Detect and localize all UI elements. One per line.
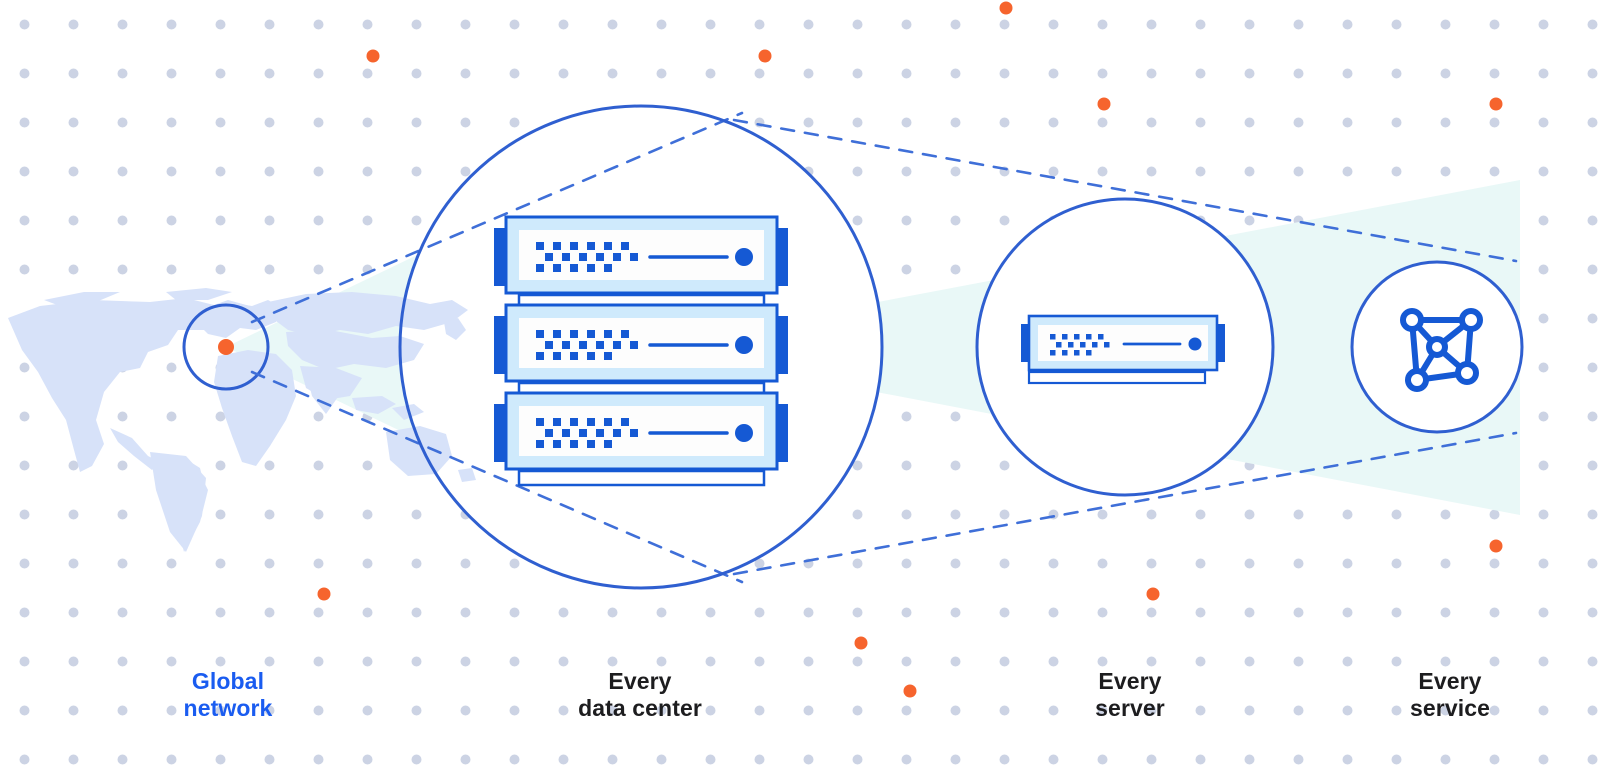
rack-unit-1	[494, 215, 788, 311]
zoom-dashed-lines	[250, 111, 1518, 584]
data-center-circle	[398, 104, 884, 590]
world-map-icon	[8, 288, 476, 552]
service-circle	[1350, 260, 1524, 434]
network-nodes-dots	[1400, 308, 1483, 392]
label-every-data-center-line2: data center	[578, 695, 702, 721]
map-location-pin-icon	[218, 339, 234, 355]
rack-unit-3-ports	[536, 418, 638, 448]
server-circle	[975, 197, 1275, 497]
label-global-network-line2: network	[183, 695, 273, 721]
rack-unit-1-status-dot	[735, 248, 753, 266]
rack-unit-3	[494, 391, 788, 487]
label-every-server-line1: Every	[1098, 668, 1162, 694]
label-every-service-line2: service	[1410, 695, 1490, 721]
rack-unit-2	[494, 303, 788, 399]
single-server-status-dot	[1188, 337, 1202, 351]
single-server-icon	[1021, 314, 1225, 385]
label-every-data-center-line1: Every	[608, 668, 672, 694]
zoom-circles	[398, 104, 1524, 590]
rack-unit-3-status-dot	[735, 424, 753, 442]
server-rack-icon	[494, 215, 788, 487]
single-server-ports	[1050, 334, 1110, 356]
label-every-service-line1: Every	[1418, 668, 1482, 694]
label-every-server-line2: server	[1095, 695, 1165, 721]
map-focus-circle	[182, 303, 270, 391]
accent-dots	[317, 1, 1503, 698]
rack-unit-2-ports	[536, 330, 638, 360]
rack-unit-2-status-dot	[735, 336, 753, 354]
rack-unit-1-ports	[536, 242, 638, 272]
label-global-network-line1: Global	[191, 668, 265, 694]
